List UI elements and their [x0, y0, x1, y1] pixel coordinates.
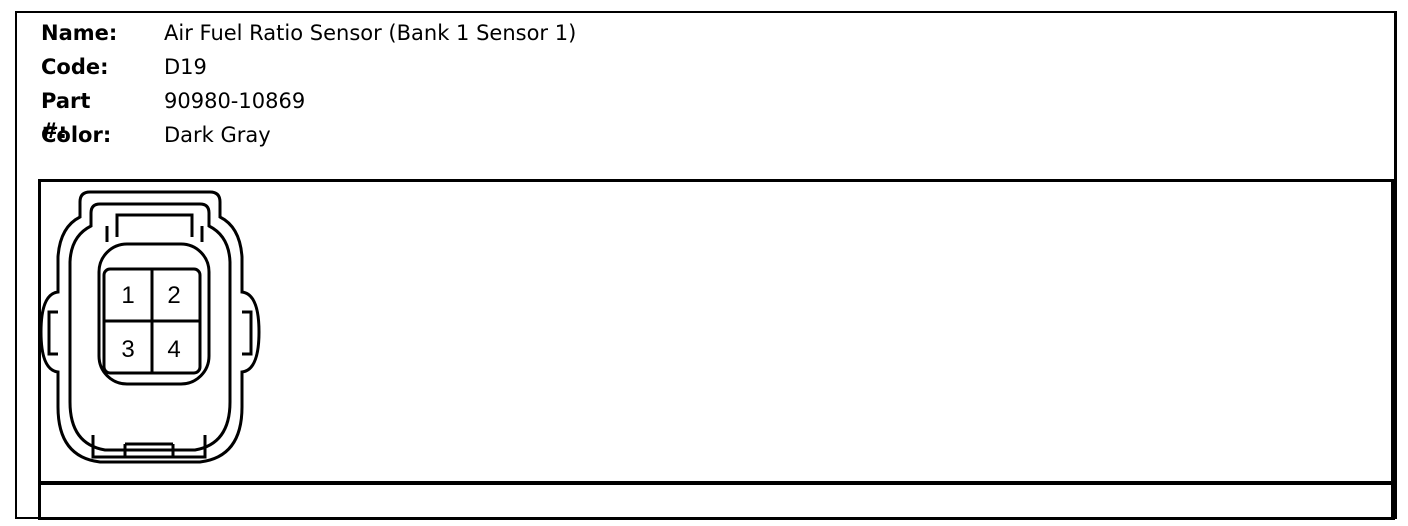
color-value: Dark Gray	[164, 123, 271, 147]
pin-2-label: 2	[167, 282, 180, 309]
code-label: Code:	[41, 55, 109, 79]
panel-divider	[41, 481, 1391, 485]
pin-1-label: 1	[121, 282, 134, 309]
connector-diagram-panel: 1 2 3 4	[38, 179, 1395, 520]
code-value: D19	[164, 55, 207, 79]
pin-4-label: 4	[167, 336, 180, 363]
name-label: Name:	[41, 21, 118, 45]
pin-3-label: 3	[121, 336, 134, 363]
part-number-value: 90980-10869	[164, 89, 306, 113]
color-label: Color:	[41, 123, 112, 147]
name-value: Air Fuel Ratio Sensor (Bank 1 Sensor 1)	[164, 21, 577, 45]
connector-icon: 1 2 3 4	[41, 190, 261, 464]
part-number-label: Part #:	[41, 89, 91, 143]
